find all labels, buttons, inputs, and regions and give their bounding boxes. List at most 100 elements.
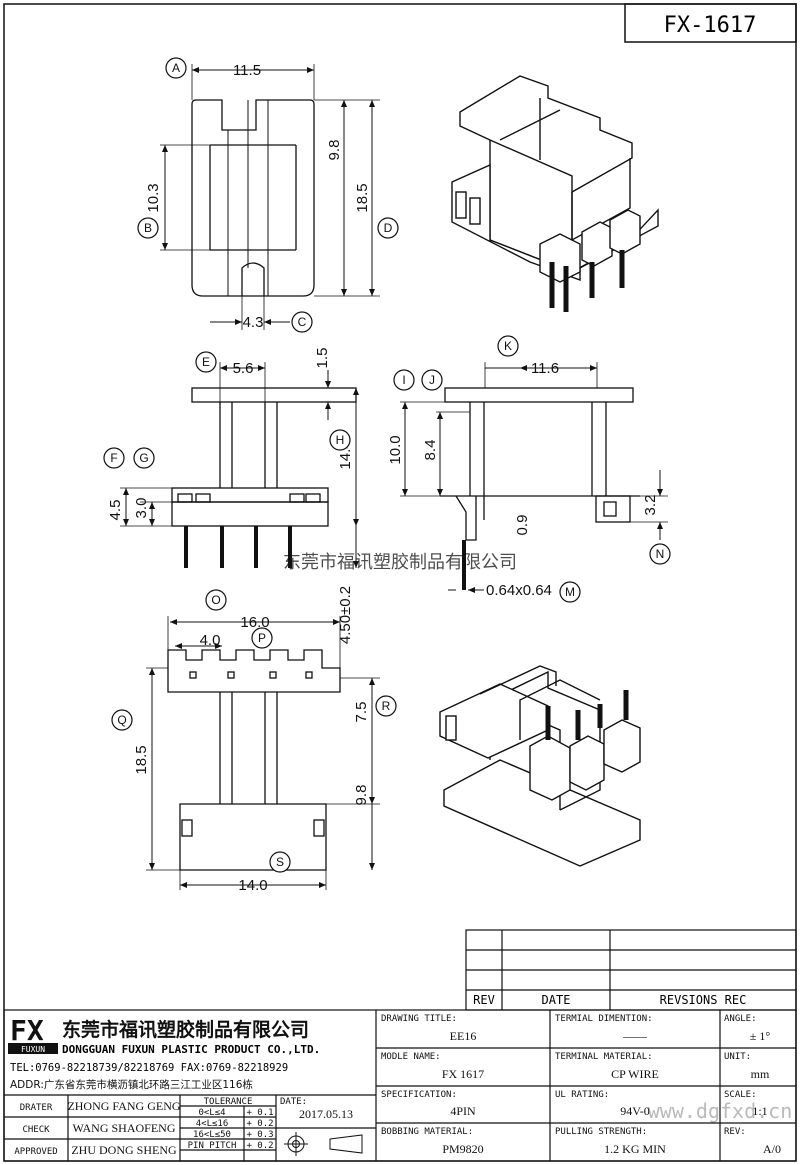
approved-label: APPROVED bbox=[14, 1147, 57, 1157]
terminal-material-value: CP WIRE bbox=[611, 1067, 659, 1081]
revision-table bbox=[465, 929, 797, 1011]
callout-E: E bbox=[195, 351, 217, 373]
callout-J: J bbox=[421, 369, 443, 391]
callout-M: M bbox=[559, 581, 581, 603]
ul-rating-value: 94V-0 bbox=[620, 1104, 650, 1118]
terminal-dimention-value: —— bbox=[622, 1029, 648, 1043]
svg-text:H: H bbox=[336, 433, 345, 447]
pulling-strength-value: 1.2 KG MIN bbox=[604, 1142, 666, 1156]
callout-B: B bbox=[137, 217, 159, 239]
svg-text:N: N bbox=[656, 547, 665, 561]
title-block-grid bbox=[3, 1009, 797, 1162]
svg-text:C: C bbox=[298, 315, 307, 329]
bobbing-material-value: PM9820 bbox=[442, 1142, 483, 1156]
company-tel: TEL:0769-82218739/82218769 FAX:0769-8221… bbox=[10, 1062, 288, 1074]
dim-P-label: 4.0 bbox=[200, 632, 221, 649]
drawing-number: FX-1617 bbox=[664, 13, 757, 38]
callout-markers: A B C D E F G H I J K M N O P Q R S bbox=[103, 57, 671, 873]
check-value: WANG SHAOFENG bbox=[72, 1121, 175, 1135]
drawing-title-label: DRAWING TITLE: bbox=[381, 1014, 457, 1024]
callout-I: I bbox=[393, 369, 415, 391]
drawing-title-value: EE16 bbox=[450, 1029, 477, 1043]
dim-gap-label: 0.9 bbox=[514, 515, 531, 536]
scale-label: SCALE: bbox=[724, 1090, 757, 1100]
callout-A: A bbox=[165, 57, 187, 79]
dim-I-label: 10.0 bbox=[387, 435, 404, 464]
callout-G: G bbox=[133, 447, 155, 469]
dim-N-label: 3.2 bbox=[642, 495, 659, 516]
svg-text:K: K bbox=[504, 339, 512, 353]
dim-F-label: 4.5 bbox=[107, 500, 124, 521]
tolerance-value-4: + 0.2 bbox=[246, 1141, 273, 1151]
svg-text:B: B bbox=[144, 221, 152, 235]
tolerance-value-2: + 0.2 bbox=[246, 1119, 273, 1129]
angle-value: ± 1° bbox=[750, 1029, 771, 1043]
dim-top-inner-label: 9.8 bbox=[326, 140, 343, 161]
pulling-strength-label: PULLING STRENGTH: bbox=[555, 1127, 647, 1137]
svg-text:F: F bbox=[110, 451, 117, 465]
dim-pin-length-label: 4.50±0.2 bbox=[337, 586, 354, 644]
tolerance-value-3: + 0.3 bbox=[246, 1130, 273, 1140]
svg-text:O: O bbox=[211, 593, 220, 607]
company-watermark: 东莞市福讯塑胶制品有限公司 bbox=[283, 552, 517, 573]
dim-O-label: 16.0 bbox=[240, 614, 269, 631]
svg-text:I: I bbox=[402, 373, 405, 387]
company-address: ADDR:广东省东莞市横沥镇北环路三江工业区116栋 bbox=[10, 1078, 253, 1091]
callout-R: R bbox=[375, 695, 397, 717]
svg-text:Q: Q bbox=[117, 713, 126, 727]
approved-value: ZHU DONG SHENG bbox=[71, 1143, 177, 1157]
svg-text:J: J bbox=[429, 373, 435, 387]
svg-text:E: E bbox=[202, 355, 210, 369]
angle-label: ANGLE: bbox=[724, 1014, 757, 1024]
drater-value: ZHONG FANG GENG bbox=[67, 1099, 180, 1113]
specification-value: 4PIN bbox=[450, 1104, 476, 1118]
dim-B-label: 10.3 bbox=[145, 183, 162, 212]
tolerance-label: TOLERANCE bbox=[204, 1097, 253, 1107]
unit-label: UNIT: bbox=[724, 1052, 751, 1062]
callout-O: O bbox=[205, 589, 227, 611]
date-value: 2017.05.13 bbox=[299, 1107, 353, 1121]
drawing-frame bbox=[3, 3, 797, 1162]
model-name-value: FX 1617 bbox=[442, 1067, 484, 1081]
svg-text:S: S bbox=[276, 855, 284, 869]
revisions-header: REVSIONS REC bbox=[660, 993, 747, 1007]
svg-text:FX: FX bbox=[10, 1014, 44, 1047]
isometric-view-bottom bbox=[439, 665, 641, 867]
dim-D-label: 18.5 bbox=[354, 183, 371, 212]
front-view bbox=[120, 362, 359, 568]
drawing-number-box: FX-1617 bbox=[624, 3, 797, 43]
rev-label: REV: bbox=[724, 1127, 746, 1137]
svg-text:R: R bbox=[382, 699, 391, 713]
scale-value: 1:1 bbox=[752, 1104, 767, 1118]
svg-text:P: P bbox=[258, 631, 266, 645]
bobbing-material-label: BOBBING MATERIAL: bbox=[381, 1127, 473, 1137]
dim-S-label: 14.0 bbox=[238, 877, 267, 894]
callout-N: N bbox=[649, 543, 671, 565]
date-header: DATE bbox=[542, 993, 571, 1007]
dim-bottom-inner-label: 9.8 bbox=[353, 785, 370, 806]
unit-value: mm bbox=[751, 1067, 770, 1081]
projection-symbol-icon bbox=[284, 1132, 363, 1156]
specification-label: SPECIFICATION: bbox=[381, 1090, 457, 1100]
tolerance-range-1: 0<L≤4 bbox=[198, 1108, 225, 1118]
dim-M-label: 0.64x0.64 bbox=[486, 582, 552, 599]
svg-text:M: M bbox=[565, 585, 575, 599]
callout-F: F bbox=[103, 447, 125, 469]
svg-text:D: D bbox=[384, 221, 393, 235]
svg-text:A: A bbox=[172, 61, 180, 75]
top-view bbox=[160, 64, 380, 330]
dim-J-label: 8.4 bbox=[422, 440, 439, 461]
ul-rating-label: UL RATING: bbox=[555, 1090, 609, 1100]
company-logo: FX FUXUN bbox=[8, 1014, 58, 1054]
callout-S: S bbox=[269, 851, 291, 873]
svg-text:G: G bbox=[139, 451, 148, 465]
terminal-dimention-label: TERMIAL DIMENTION: bbox=[555, 1014, 653, 1024]
callout-Q: Q bbox=[111, 709, 133, 731]
dim-R-label: 7.5 bbox=[353, 702, 370, 723]
date-label: DATE: bbox=[280, 1097, 307, 1107]
dim-top-thick-label: 1.5 bbox=[314, 348, 331, 369]
tolerance-range-4: PIN PITCH bbox=[188, 1141, 237, 1151]
drater-label: DRATER bbox=[20, 1103, 53, 1113]
dim-K-label: 11.6 bbox=[531, 360, 559, 377]
callout-P: P bbox=[251, 627, 273, 649]
